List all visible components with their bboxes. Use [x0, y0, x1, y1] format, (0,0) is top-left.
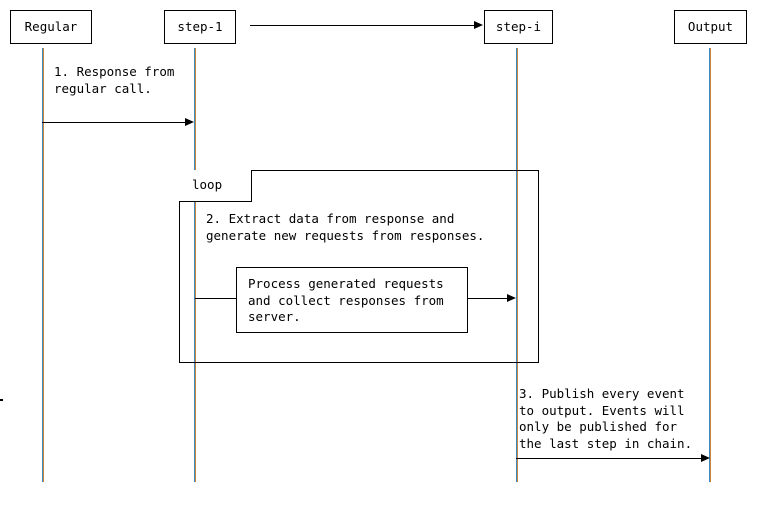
message-1-arrowhead	[185, 118, 194, 126]
lifeline-step-i	[516, 48, 518, 482]
lifeline-output	[709, 48, 711, 482]
loop-fragment-operator-label: loop	[192, 177, 223, 193]
message-3-line	[516, 458, 704, 459]
participant-step-i[interactable]: step-i	[484, 10, 553, 44]
message-2-note-box: Process generated requests and collect r…	[236, 267, 468, 333]
message-2-line-right-segment	[467, 298, 510, 299]
message-3-arrowhead	[701, 454, 710, 462]
header-chain-connector-line	[250, 25, 475, 26]
participant-label-step-1: step-1	[177, 18, 223, 34]
header-chain-connector-arrowhead	[474, 21, 483, 29]
lifeline-step-1	[194, 48, 196, 482]
message-1-label: 1. Response from regular call.	[54, 64, 175, 96]
participant-regular[interactable]: Regular	[10, 10, 92, 44]
message-2-arrowhead	[507, 294, 516, 302]
loop-fragment-operator-box: loop	[179, 170, 252, 202]
loop-fragment	[179, 170, 539, 363]
message-3-label: 3. Publish every event to output. Events…	[519, 386, 693, 451]
participant-output[interactable]: Output	[674, 10, 747, 44]
message-2-line-left-segment	[195, 298, 237, 299]
participant-label-step-i: step-i	[495, 18, 542, 34]
participant-step-1[interactable]: step-1	[164, 10, 236, 44]
participant-label-regular: Regular	[24, 18, 78, 34]
message-2-note-text: Process generated requests and collect r…	[248, 276, 444, 324]
image-edge-artifact	[0, 399, 3, 401]
lifeline-regular	[42, 48, 44, 482]
message-2-label: 2. Extract data from response and genera…	[206, 211, 485, 243]
participant-label-output: Output	[687, 18, 734, 34]
message-1-line	[42, 122, 186, 123]
